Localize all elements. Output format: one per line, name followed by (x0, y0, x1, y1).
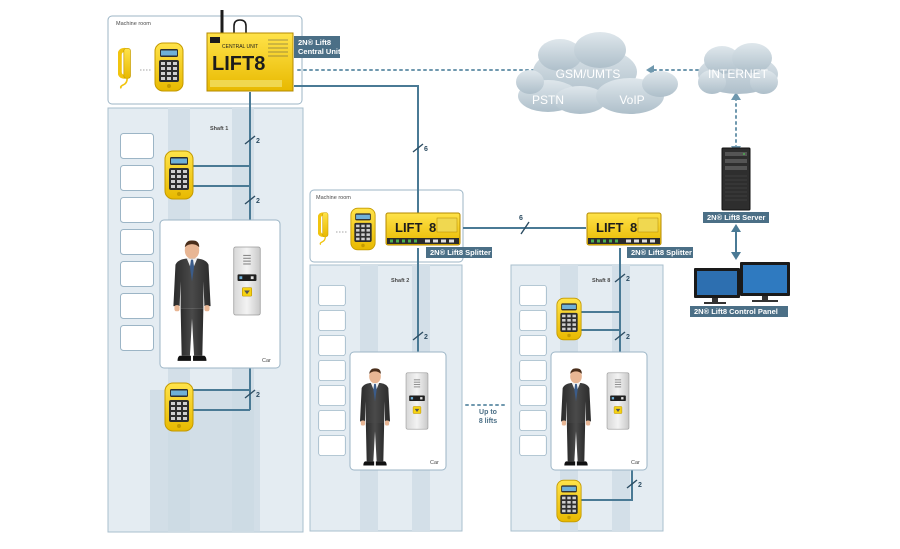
car-8: Car (550, 351, 648, 471)
wire-count-shaft1-bottom: 2 (256, 392, 260, 399)
car-1-label: Car (262, 358, 271, 364)
car-1: Car (159, 219, 281, 369)
shaft-2-floor-boxes (318, 285, 346, 456)
upto-line1: Up to (479, 409, 497, 416)
machine-room-1-label: Machine room (116, 21, 151, 27)
dotted-links (297, 69, 737, 406)
central-unit-small-text: CENTRAL UNIT (222, 44, 258, 50)
intercom-icon (154, 42, 184, 92)
control-panel: 2N® Lift8 Control Panel (690, 262, 790, 317)
wire-count-central-splitter: 6 (424, 146, 428, 153)
upto-8-lifts: Up to 8 lifts (479, 409, 497, 425)
cloud-pstn: PSTN (532, 93, 564, 107)
wire-count-shaft8-bottom: 2 (638, 482, 642, 489)
central-unit-label-line1: 2N® Lift8 (298, 38, 331, 47)
intercom-icon (350, 207, 376, 251)
wire-count-shaft1-mid: 2 (256, 198, 260, 205)
intercom-icon (164, 382, 194, 432)
car-8-label: Car (631, 460, 640, 466)
wire-count-shaft8-top: 2 (626, 276, 630, 283)
wire-ticks (244, 135, 638, 489)
wire-count-splitter-splitter: 6 (519, 215, 523, 222)
intercom-icon (164, 150, 194, 200)
shaft-1-floor-boxes (120, 133, 154, 351)
shaft-1-label: Shaft 1 (210, 126, 228, 132)
shaft-8-floor-boxes (519, 285, 547, 456)
wire-count-labels: 2 2 2 6 6 2 2 2 2 (256, 138, 642, 489)
cloud-gsm-umts: GSM/UMTS (556, 67, 621, 81)
splitter-1: 2N® Lift8 Splitter (385, 212, 492, 258)
server-label: 2N® Lift8 Server (707, 213, 766, 222)
splitter-2: 2N® Lift8 Splitter (586, 212, 693, 258)
shaft-2-label: Shaft 2 (391, 278, 409, 284)
upto-line2: 8 lifts (479, 418, 497, 425)
car-2-label: Car (430, 460, 439, 466)
splitter-2-label: 2N® Lift8 Splitter (631, 248, 692, 257)
wire-count-shaft1-top: 2 (256, 138, 260, 145)
central-unit: CENTRAL UNIT LIFT8 2N® Lift8 Central Uni… (206, 10, 341, 92)
central-unit-brand: LIFT8 (212, 53, 265, 75)
cloud-voip: VoIP (619, 93, 644, 107)
wire-count-shaft2: 2 (424, 334, 428, 341)
internet-cloud: INTERNET (698, 43, 778, 94)
intercom-icon (556, 479, 582, 523)
network-cloud: GSM/UMTS PSTN VoIP (516, 32, 678, 114)
server-panel-link (731, 224, 741, 260)
central-unit-label-line2: Central Unit (298, 47, 341, 56)
machine-room-1-phones (120, 42, 184, 92)
cloud-internet: INTERNET (708, 67, 769, 81)
machine-room-2-phones (319, 207, 376, 251)
car-2: Car (349, 351, 447, 471)
control-panel-label: 2N® Lift8 Control Panel (694, 307, 778, 316)
intercom-icon (556, 297, 582, 341)
splitter-1-label: 2N® Lift8 Splitter (430, 248, 491, 257)
shaft-8-label: Shaft 8 (592, 278, 610, 284)
server: 2N® Lift8 Server (703, 147, 769, 223)
machine-room-2-label: Machine room (316, 195, 351, 201)
wire-count-shaft8-mid: 2 (626, 334, 630, 341)
